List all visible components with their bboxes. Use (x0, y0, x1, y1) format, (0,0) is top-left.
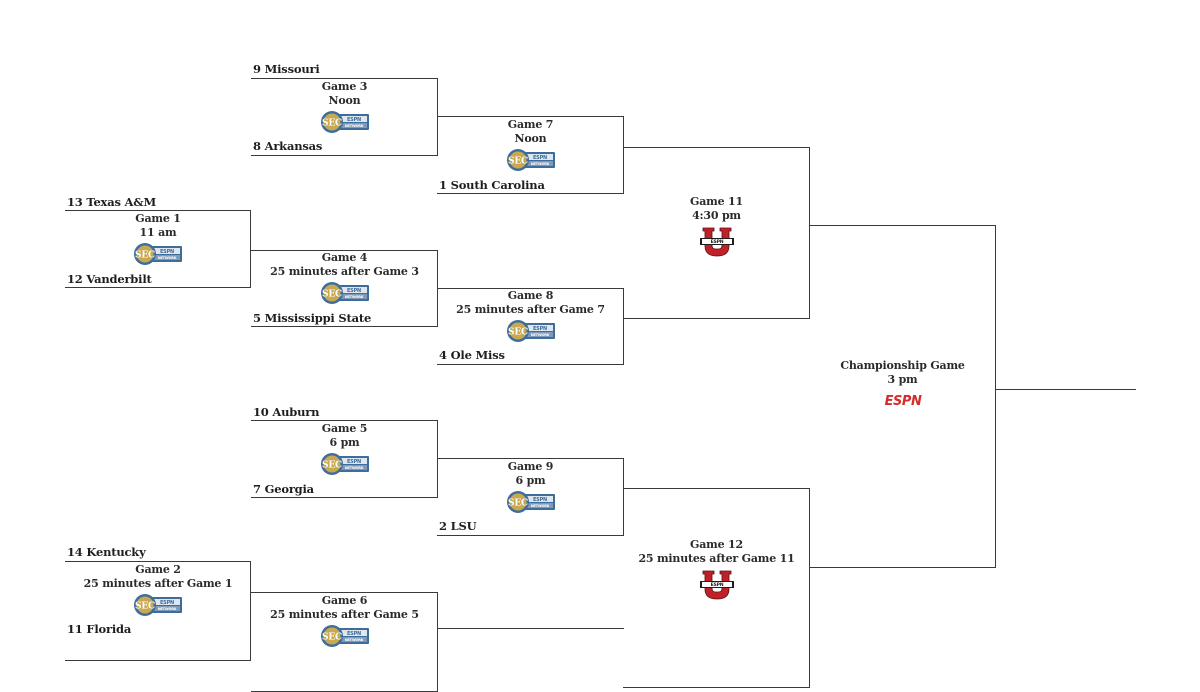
tournament-bracket: 9 Missouri Game 3 Noon 8 Arkansas 13 Tex… (65, 62, 1136, 692)
game-4-info: Game 4 25 minutes after Game 3 (251, 251, 438, 305)
team-florida: 11 Florida (67, 622, 132, 636)
championship-time: 3 pm (887, 373, 918, 386)
espnu-logo (699, 227, 735, 257)
game-6-time: 25 minutes after Game 5 (270, 608, 419, 621)
team-kentucky: 14 Kentucky (67, 545, 146, 559)
game-2-info: Game 2 25 minutes after Game 1 (65, 563, 251, 617)
game-11-box (623, 147, 810, 319)
game-4-time: 25 minutes after Game 3 (270, 265, 419, 278)
championship-box (809, 225, 996, 568)
game-3-title: Game 3 (321, 80, 368, 93)
sec-network-logo (505, 490, 557, 514)
championship-info: Championship Game 3 pm (809, 359, 996, 407)
game-7-title: Game 7 (507, 118, 554, 131)
game-7-info: Game 7 Noon (437, 118, 624, 172)
game-7-box (437, 116, 624, 194)
espnu-logo (699, 570, 735, 600)
game-9-info: Game 9 6 pm (437, 460, 624, 514)
game-12-info: Game 12 25 minutes after Game 11 (623, 538, 810, 600)
sec-network-logo (319, 624, 371, 648)
championship-title: Championship Game (840, 359, 965, 372)
game-8-box (437, 288, 624, 365)
team-georgia: 7 Georgia (253, 482, 314, 496)
game-8-info: Game 8 25 minutes after Game 7 (437, 289, 624, 343)
team-vanderbilt: 12 Vanderbilt (67, 272, 152, 286)
game-3-time: Noon (328, 94, 361, 107)
game-4-title: Game 4 (321, 251, 368, 264)
game-7-time: Noon (514, 132, 547, 145)
game-1-title: Game 1 (135, 212, 181, 225)
game-11-time: 4:30 pm (692, 209, 741, 222)
game-8-time: 25 minutes after Game 7 (456, 303, 605, 316)
game-6-info: Game 6 25 minutes after Game 5 (251, 594, 438, 648)
champion-line (995, 389, 1136, 390)
game-2-time: 25 minutes after Game 1 (83, 577, 233, 590)
game-8-title: Game 8 (507, 289, 554, 302)
sec-network-logo (132, 593, 184, 617)
game-2-title: Game 2 (135, 563, 181, 576)
game-1-info: Game 1 11 am (65, 212, 251, 266)
game-9-title: Game 9 (507, 460, 554, 473)
sec-network-logo (505, 148, 557, 172)
game-11-info: Game 11 4:30 pm (623, 195, 810, 257)
espn-logo (880, 393, 926, 407)
team-arkansas: 8 Arkansas (253, 139, 323, 153)
sec-network-logo (505, 319, 557, 343)
game-9-box (437, 458, 624, 536)
game-12-time: 25 minutes after Game 11 (638, 552, 795, 565)
sec-network-logo (319, 281, 371, 305)
team-auburn: 10 Auburn (253, 405, 320, 419)
game-5-info: Game 5 6 pm (251, 422, 438, 476)
game-3-box (251, 78, 438, 156)
team-missouri: 9 Missouri (253, 62, 320, 76)
team-mississippi-state: 5 Mississippi State (253, 311, 372, 325)
team-south-carolina: 1 South Carolina (439, 178, 545, 192)
game-10-box-top (437, 628, 624, 629)
sec-network-logo (319, 452, 371, 476)
game-5-time: 6 pm (329, 436, 360, 449)
game-9-time: 6 pm (515, 474, 546, 487)
team-texas-am: 13 Texas A&M (67, 195, 156, 209)
game-6-title: Game 6 (321, 594, 368, 607)
game-1-box (65, 210, 251, 288)
team-lsu: 2 LSU (439, 519, 477, 533)
game-5-box (251, 420, 438, 498)
sec-network-logo (319, 110, 371, 134)
game-12-title: Game 12 (690, 538, 743, 551)
game-11-title: Game 11 (690, 195, 743, 208)
game-5-title: Game 5 (321, 422, 368, 435)
sec-network-logo (132, 242, 184, 266)
team-ole-miss: 4 Ole Miss (439, 348, 505, 362)
game-3-info: Game 3 Noon (251, 80, 438, 134)
game-1-time: 11 am (139, 226, 177, 239)
